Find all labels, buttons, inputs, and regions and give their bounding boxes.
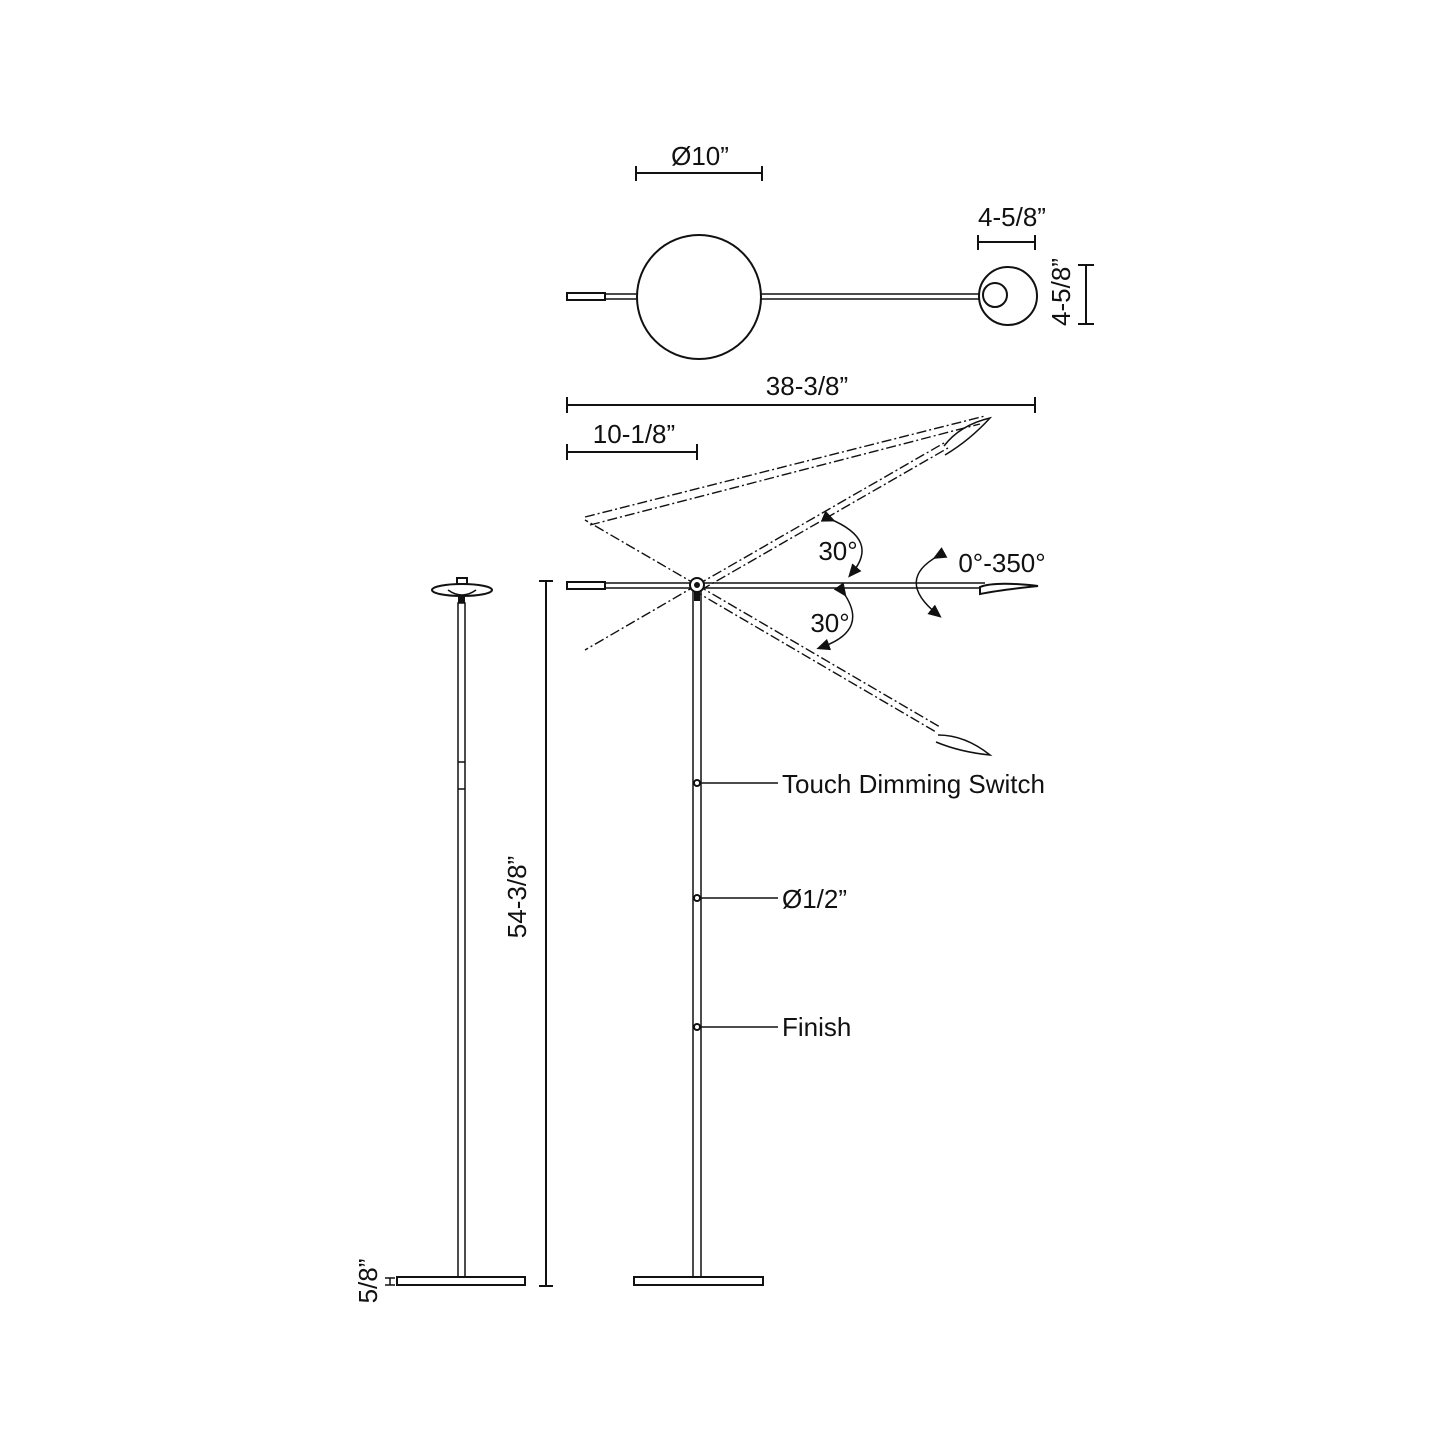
- callout-switch: Touch Dimming Switch: [693, 769, 1045, 799]
- switch-label: Touch Dimming Switch: [782, 769, 1045, 799]
- tilt-down-arrow-icon: [816, 582, 854, 651]
- front-view: 54-3/8” 5/8”: [353, 577, 553, 1304]
- rotation-arrow-icon: [915, 547, 948, 618]
- rotation-label: 0°-350°: [958, 548, 1045, 578]
- callout-finish: Finish: [693, 1012, 851, 1042]
- tilt-up-arrow-icon: [820, 510, 863, 578]
- base-height-label: 5/8”: [353, 1259, 383, 1304]
- dim-rear-length: 10-1/8”: [566, 419, 698, 460]
- dim-overall-length: 38-3/8”: [566, 371, 1036, 413]
- callout-pole-diameter: Ø1/2”: [693, 884, 847, 914]
- overall-length-label: 38-3/8”: [766, 371, 848, 401]
- dim-shade-diameter: Ø10”: [635, 141, 763, 181]
- shade-diameter-label: Ø10”: [671, 141, 729, 171]
- pole-diameter-label: Ø1/2”: [782, 884, 847, 914]
- top-view: Ø10” 4-5/8” 4-5/8” 38-3/8”: [566, 141, 1094, 460]
- tilt-down-label: 30°: [810, 608, 849, 638]
- dim-base-depth: 4-5/8”: [1046, 258, 1094, 326]
- counterweight-top: [566, 292, 606, 301]
- arm-tilted-down: [584, 584, 993, 756]
- rear-length-label: 10-1/8”: [593, 419, 675, 449]
- tilt-up-label: 30°: [818, 536, 857, 566]
- pole-top: [982, 282, 1008, 308]
- pole-side: [692, 589, 702, 1278]
- side-view: 30° 30° 0°-350° Touch Dimming Switch Ø1/…: [566, 415, 1046, 1286]
- dim-height: 54-3/8”: [502, 580, 553, 1287]
- shade-side: [979, 582, 1039, 596]
- finish-label: Finish: [782, 1012, 851, 1042]
- base-width-label: 4-5/8”: [978, 202, 1046, 232]
- dim-base-width: 4-5/8”: [977, 202, 1046, 250]
- shade-top: [636, 234, 762, 360]
- base-side: [633, 1276, 764, 1286]
- dim-base-height: 5/8”: [353, 1259, 395, 1304]
- base-depth-label: 4-5/8”: [1046, 258, 1076, 326]
- height-label: 54-3/8”: [502, 856, 532, 938]
- counterweight-side: [566, 581, 606, 590]
- shade-front: [431, 583, 493, 597]
- arm-tilted-up: [584, 415, 993, 591]
- base-top: [978, 266, 1038, 326]
- base-front: [396, 1276, 526, 1286]
- pole-front: [457, 602, 466, 1278]
